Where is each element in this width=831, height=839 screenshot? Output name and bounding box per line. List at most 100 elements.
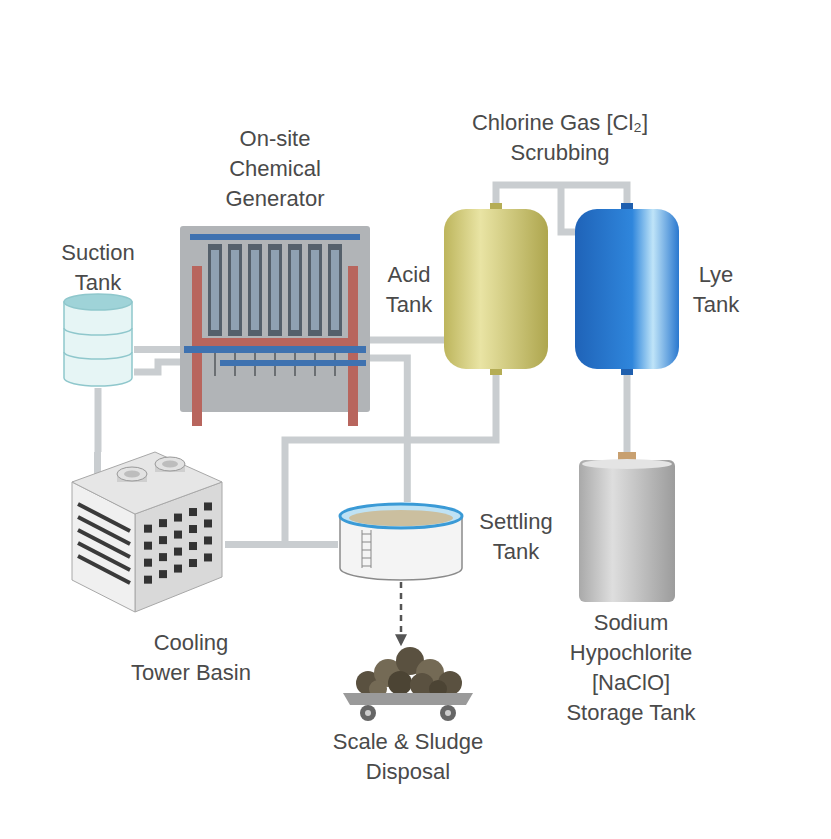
- cell-panel-glass: [231, 250, 239, 330]
- label-block: Lye Tank: [683, 260, 749, 320]
- settling-tank-shape: [338, 502, 464, 582]
- node-label: Lye Tank: [683, 260, 749, 320]
- tower-grille: [174, 548, 182, 556]
- cell-panel: [308, 244, 322, 336]
- pipe: [624, 375, 631, 452]
- fan-top: [117, 467, 147, 481]
- storage-body: [579, 460, 675, 602]
- tower-vent: [78, 556, 130, 583]
- tower-grille: [144, 525, 152, 533]
- tank-top: [64, 294, 132, 310]
- generator-housing: [180, 226, 370, 412]
- cell-panel-glass: [311, 250, 319, 330]
- settling-sludge: [349, 510, 453, 526]
- sludge-cart-shape: [338, 645, 478, 723]
- tower-top-face: [72, 452, 222, 514]
- ladder-rung: [362, 566, 371, 567]
- tower-grille: [144, 576, 152, 584]
- node-label: Suction Tank: [48, 238, 148, 298]
- cooling-tower-shape: [70, 452, 225, 617]
- cart-tray: [343, 693, 473, 705]
- pipe: [370, 337, 444, 344]
- cell-panel: [228, 244, 242, 336]
- tower-vent: [78, 517, 130, 544]
- tower-grille: [144, 542, 152, 550]
- storage-top: [582, 459, 672, 469]
- chemical-generator: On-site Chemical Generator: [180, 226, 370, 426]
- tower-grille: [159, 570, 167, 578]
- fan-hub: [124, 471, 140, 478]
- tank-body: [444, 209, 548, 369]
- pipe: [225, 541, 338, 548]
- cell-panel: [248, 244, 262, 336]
- fan-hub: [162, 461, 178, 468]
- lower-manifold: [184, 346, 366, 353]
- cell-panel: [268, 244, 282, 336]
- fan-top: [155, 457, 185, 471]
- tower-grille: [189, 525, 197, 533]
- sludge-lump: [388, 671, 412, 695]
- lye-tank: Lye Tank: [575, 203, 679, 375]
- label-block: Sodium Hypochlorite [NaClO] Storage Tank: [556, 608, 706, 728]
- ladder-rung: [362, 558, 371, 559]
- label-block: On-site Chemical Generator: [215, 124, 335, 214]
- pipe: [496, 185, 627, 203]
- cell-panel-glass: [211, 250, 219, 330]
- settling-rim: [340, 504, 462, 528]
- tower-grille: [159, 536, 167, 544]
- scrubber-branch-pipe: [561, 185, 575, 232]
- lower-manifold: [220, 360, 366, 366]
- tower-grille: [174, 565, 182, 573]
- tower-grille: [189, 542, 197, 550]
- suction-tank-shape: [62, 292, 134, 388]
- tower-grille: [159, 553, 167, 561]
- acid-tank: Acid Tank: [444, 203, 548, 375]
- storage-tank-shape: [579, 452, 675, 602]
- tower-grille: [189, 508, 197, 516]
- top-manifold: [190, 234, 360, 240]
- label-block: Settling Tank: [466, 507, 566, 567]
- tower-grille: [189, 559, 197, 567]
- tank-body: [575, 209, 679, 369]
- tower-vent: [78, 543, 130, 570]
- edge-label: Chlorine Gas [Cl₂] Scrubbing: [460, 108, 660, 168]
- tower-grille: [204, 519, 212, 527]
- pipe: [134, 346, 180, 353]
- chemical-generator-shape: [180, 226, 370, 426]
- acid-tank-shape: [444, 203, 548, 375]
- ladder-rail: [371, 530, 372, 568]
- node-label: Scale & Sludge Disposal: [323, 727, 493, 787]
- ladder-rung: [362, 534, 371, 535]
- label-block: Acid Tank: [378, 260, 440, 320]
- cell-panel: [208, 244, 222, 336]
- label-block: Suction Tank: [48, 238, 148, 298]
- cell-panel-glass: [331, 250, 339, 330]
- ladder-rail: [362, 530, 363, 568]
- node-label: Acid Tank: [378, 260, 440, 320]
- storage-tank: Sodium Hypochlorite [NaClO] Storage Tank: [579, 452, 675, 602]
- extra-pipe: [134, 362, 180, 372]
- tower-grille: [174, 514, 182, 522]
- cart-hub: [445, 710, 451, 716]
- edge-label-block: Chlorine Gas [Cl₂] Scrubbing: [460, 108, 660, 168]
- frame-beam: [192, 338, 358, 346]
- tower-grille: [204, 502, 212, 510]
- tower-grille: [174, 531, 182, 539]
- tower-grille: [144, 559, 152, 567]
- lye-tank-shape: [575, 203, 679, 375]
- node-label: Sodium Hypochlorite [NaClO] Storage Tank: [556, 608, 706, 728]
- cell-panel-glass: [271, 250, 279, 330]
- label-block: Cooling Tower Basin: [124, 628, 258, 688]
- tank-ring: [64, 352, 132, 359]
- ladder-rung: [362, 542, 371, 543]
- cart-hub: [365, 710, 371, 716]
- cell-panel-glass: [291, 250, 299, 330]
- node-label: Cooling Tower Basin: [124, 628, 258, 688]
- tower-grille: [204, 553, 212, 561]
- settling-tank: Settling Tank: [338, 502, 464, 582]
- cooling-tower: Cooling Tower Basin: [70, 452, 225, 617]
- tower-grille: [159, 519, 167, 527]
